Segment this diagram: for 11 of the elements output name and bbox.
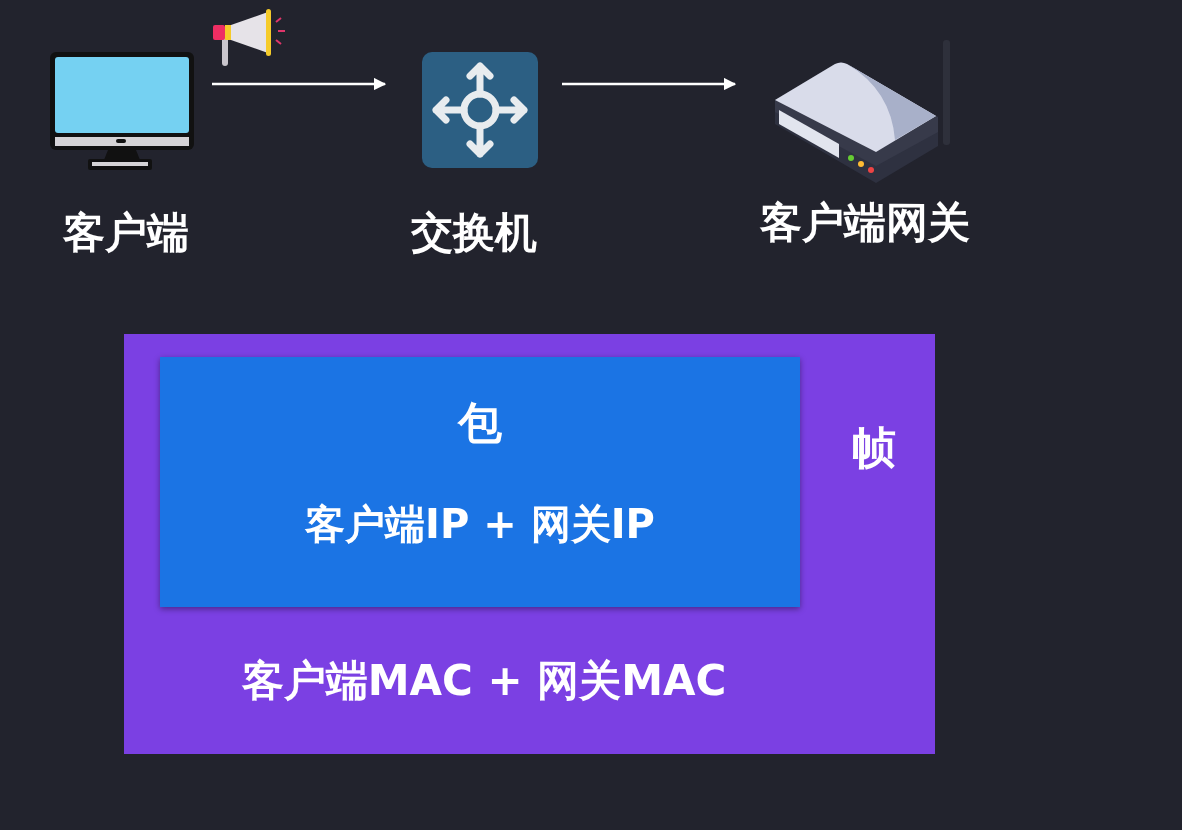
node-label: 客户端网关 <box>759 198 971 249</box>
address-text: 客户端MAC + 网关MAC <box>240 656 728 707</box>
arrow <box>212 77 387 91</box>
frame-box <box>124 334 935 754</box>
node-label: 客户端 <box>62 208 190 259</box>
arrow <box>562 77 737 91</box>
node-label: 交换机 <box>409 208 538 259</box>
box-title: 帧 <box>851 422 897 475</box>
address-text: 客户端IP + 网关IP <box>304 500 656 548</box>
box-title: 包 <box>456 397 503 450</box>
packet-box <box>160 357 800 607</box>
